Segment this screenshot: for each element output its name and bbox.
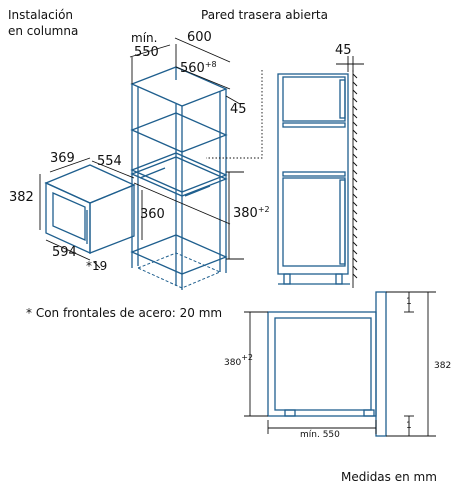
dim-369: 369 (50, 151, 75, 166)
section-min-550: mín. 550 (300, 430, 340, 440)
installation-label-line2: en columna (8, 24, 79, 38)
dim-550: 550 (134, 45, 159, 60)
section-view (244, 291, 436, 437)
footnote: * Con frontales de acero: 20 mm (26, 306, 223, 320)
dim-45-top: 45 (230, 102, 247, 117)
dim-382: 382 (9, 190, 34, 205)
dim-594: 594 (52, 245, 77, 260)
dim-360: 360 (140, 207, 165, 222)
dim-560: 560+8 (180, 60, 217, 76)
section-380: 380+2 (224, 353, 253, 369)
appliance-iso (44, 164, 136, 255)
section-1-top: 1 (406, 297, 412, 307)
side-view (277, 56, 364, 288)
units-label: Medidas en mm (341, 470, 437, 484)
dim-554: 554 (97, 154, 122, 169)
dimension-lines (39, 37, 263, 269)
column-cabinet (130, 66, 228, 290)
section-382: 382 (434, 361, 452, 371)
section-1-bottom: 1 (406, 421, 412, 431)
rear-wall-label: Pared trasera abierta (201, 8, 328, 22)
min-label: mín. (131, 31, 158, 45)
dim-380: 380+2 (233, 205, 270, 221)
installation-label: Instalación (8, 8, 74, 22)
dim-45-side: 45 (335, 43, 352, 58)
dim-19: *19 (86, 259, 108, 273)
dim-600: 600 (187, 30, 212, 45)
